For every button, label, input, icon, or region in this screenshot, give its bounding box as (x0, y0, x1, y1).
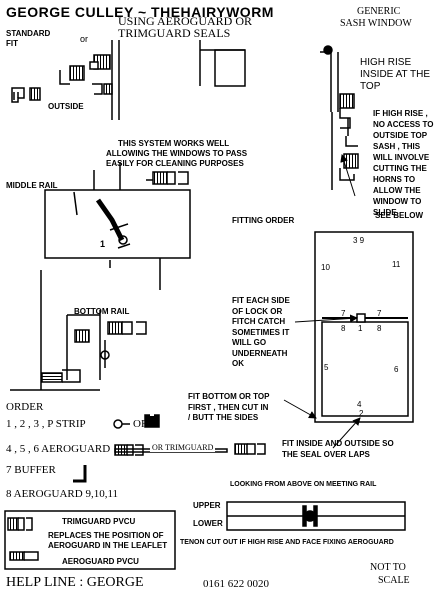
fo-num-top: 3 9 (353, 236, 365, 245)
fo-num-bottom-b: 2 (359, 409, 364, 418)
inside-outside-note-line: THE SEAL OVER LAPS (282, 450, 370, 459)
system-note-2: ALLOWING THE WINDOWS TO PASS (106, 149, 248, 158)
sash-note-line: SLIDE (373, 208, 397, 217)
sash-note-line: ALLOW THE (373, 186, 421, 195)
inside-outside-note-line: FIT INSIDE AND OUTSIDE SO (282, 439, 394, 448)
sash-note-line: NO ACCESS TO (373, 120, 434, 129)
standard-fit-or: or (80, 34, 89, 44)
middle-rail-marker: 1 (100, 239, 106, 249)
system-note-1: THIS SYSTEM WORKS WELL (118, 139, 230, 148)
order-row-1-or: OR (133, 418, 149, 430)
order-icons (73, 412, 266, 483)
legend-aeroguard: AEROGUARD PVCU (62, 557, 139, 566)
order-row-2-or: OR TRIMGUARD (150, 443, 216, 452)
lock-note-line: UNDERNEATH (232, 348, 288, 358)
sash-note-line: CUTTING THE (373, 164, 427, 173)
meeting-rail-lower: LOWER (193, 519, 223, 528)
legend-replaces-2: AEROGUARD IN THE LEAFLET (48, 541, 168, 550)
standard-fit-drawing (11, 40, 246, 120)
legend-box (4, 510, 176, 570)
helpline-phone: 0161 622 0020 (203, 578, 269, 590)
sash-note-line: IF HIGH RISE , (373, 109, 428, 118)
helpline: HELP LINE : GEORGE (6, 575, 144, 590)
order-row-2: 4 , 5 , 6 AEROGUARD (6, 443, 111, 455)
meeting-rail-caption: LOOKING FROM ABOVE ON MEETING RAIL (230, 481, 377, 488)
system-note-3: EASILY FOR CLEANING PURPOSES (106, 159, 244, 168)
sash-note: IF HIGH RISE , NO ACCESS TO OUTSIDE TOP … (373, 108, 433, 218)
bottom-top-note-line: / BUTT THE SIDES (188, 413, 259, 422)
bottom-top-note: FIT BOTTOM OR TOP FIRST , THEN CUT IN / … (188, 392, 269, 424)
fo-num-right-upper: 11 (392, 260, 401, 269)
lock-note-line: FITCH CATCH (232, 317, 286, 326)
fo-num-right-lower: 6 (394, 365, 399, 374)
sash-label-1: GENERIC (357, 6, 401, 17)
middle-rail-label: MIDDLE RAIL (6, 181, 58, 190)
high-rise-3: TOP (360, 81, 381, 92)
sash-note-line: SASH , THIS (373, 142, 421, 151)
lock-note-line: FIT EACH SIDE (232, 296, 290, 305)
fo-num-rail-lower-left: 8 (341, 324, 346, 333)
lock-note-line: WILL GO (232, 338, 267, 347)
sash-note-line: OUTSIDE TOP (373, 131, 428, 140)
pointer-arrows (283, 154, 361, 449)
order-row-3: 7 BUFFER (6, 464, 56, 476)
order-row-4: 8 AEROGUARD 9,10,11 (6, 488, 119, 500)
bottom-rail-drawing (10, 270, 147, 391)
meeting-rail-drawing (226, 501, 406, 531)
fo-num-rail-right: 7 (377, 309, 382, 318)
inside-outside-note: FIT INSIDE AND OUTSIDE SO THE SEAL OVER … (282, 438, 394, 460)
bottom-rail-label: BOTTOM RAIL (74, 307, 130, 316)
high-rise-1: HIGH RISE (360, 57, 412, 68)
sash-note-line: HORNS TO (373, 175, 416, 184)
order-heading: ORDER (6, 401, 44, 413)
subtitle-line-2: TRIMGUARD SEALS (118, 26, 231, 40)
standard-fit-outside: OUTSIDE (48, 102, 84, 111)
sash-note-line: WILL INVOLVE (373, 153, 430, 162)
high-rise-2: INSIDE AT THE (360, 69, 431, 80)
see-below: SEE BELOW (375, 211, 424, 220)
fo-num-left-lower: 5 (324, 363, 329, 372)
fo-num-rail-center: 1 (358, 324, 363, 333)
subtitle-line-1: USING AEROGUARD OR (118, 14, 253, 28)
not-to-scale-1: NOT TO (370, 562, 406, 573)
fitting-order-window (314, 231, 414, 423)
order-row-1: 1 , 2 , 3 , P STRIP (6, 418, 86, 430)
sash-label-2: SASH WINDOW (340, 18, 412, 29)
lock-note-line: OF LOCK OR (232, 306, 283, 316)
lock-note: FIT EACH SIDE OF LOCK OR FITCH CATCH SOM… (232, 296, 290, 370)
not-to-scale-2: SCALE (378, 575, 410, 586)
fo-num-bottom-a: 4 (357, 400, 362, 409)
lock-note-line: OK (232, 359, 244, 368)
sash-window-drawing (320, 45, 359, 190)
standard-fit-label-1: STANDARD (6, 29, 51, 38)
fitting-order-title: FITTING ORDER (232, 216, 295, 225)
legend-replaces-1: REPLACES THE POSITION OF (48, 531, 164, 540)
standard-fit-label-2: FIT (6, 39, 18, 48)
bottom-top-note-line: FIT BOTTOM OR TOP (188, 392, 270, 401)
meeting-rail-upper: UPPER (193, 501, 221, 510)
legend-trimguard: TRIMGUARD PVCU (62, 517, 136, 526)
fo-num-left-upper: 10 (321, 263, 330, 272)
fo-num-rail-left: 7 (341, 309, 346, 318)
sash-note-line: WINDOW TO (373, 197, 422, 206)
lock-note-line: SOMETIMES IT (232, 327, 290, 337)
title: GEORGE CULLEY ~ THEHAIRYWORM (6, 4, 274, 20)
middle-rail-drawing (44, 162, 191, 290)
fo-num-rail-lower-right: 8 (377, 324, 382, 333)
bottom-top-note-line: FIRST , THEN CUT IN (188, 402, 269, 412)
tenon-note: TENON CUT OUT IF HIGH RISE AND FACE FIXI… (180, 539, 394, 546)
